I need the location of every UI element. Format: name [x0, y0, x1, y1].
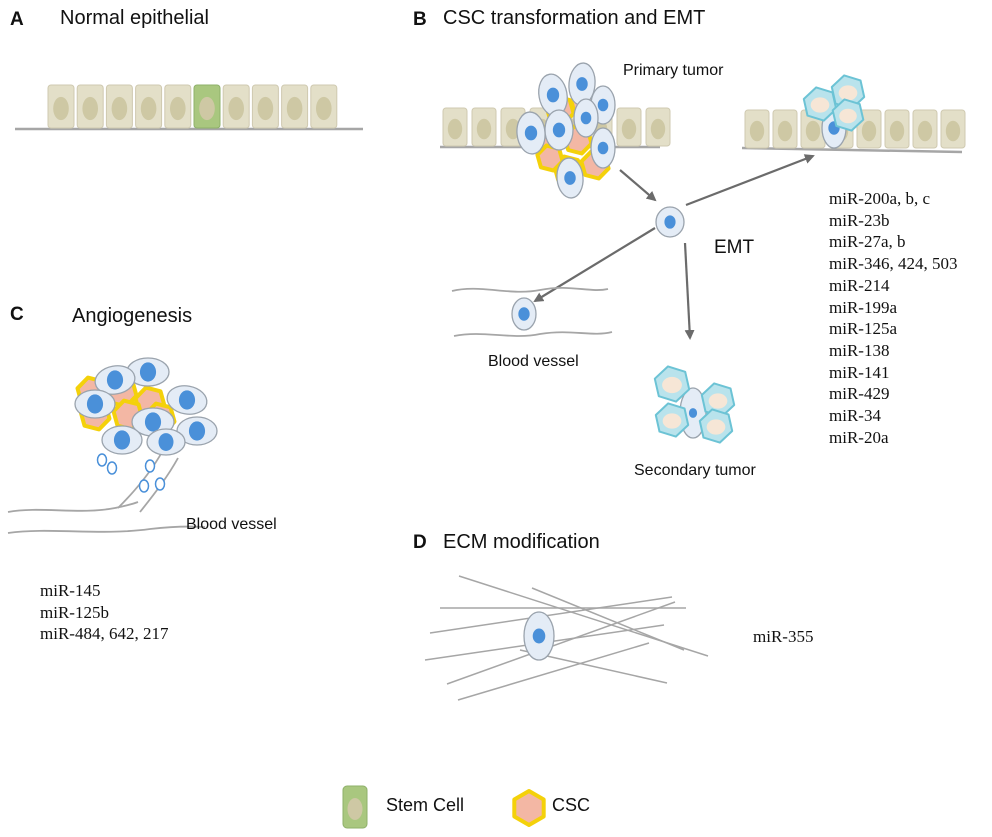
tumor-cell: [176, 416, 218, 446]
intravasating-cell: [511, 297, 537, 331]
epithelial-cell: [471, 107, 497, 147]
epithelial-cell: [105, 84, 133, 129]
secondary-tumor-cell: [831, 98, 865, 132]
migrating-tumor-cell: [655, 206, 685, 238]
tumor-cell: [146, 428, 186, 456]
tumor-cell: [523, 611, 555, 661]
angiogenic-factor: [106, 461, 118, 475]
epithelial-cell: [164, 84, 192, 129]
epithelial-cell: [616, 107, 642, 147]
mirna-item: miR-141: [829, 362, 890, 382]
secondary-tumor-cell: [700, 382, 736, 418]
panel-c-letter: C: [10, 304, 24, 325]
angiogenic-factors: [96, 453, 166, 493]
panel-c-mirna-list: miR-145 miR-125b miR-484, 642, 217: [40, 580, 168, 645]
panel-c-title: Angiogenesis: [72, 305, 193, 327]
angiogenic-factor: [96, 453, 108, 467]
panel-a-letter: A: [10, 9, 24, 30]
epithelial-cell: [251, 84, 279, 129]
ecm-fibers: [424, 575, 709, 701]
tumor-cell: [544, 109, 574, 151]
epithelial-cell: [940, 109, 966, 149]
tumor-cell: [101, 425, 143, 455]
tumor-cell: [166, 385, 208, 415]
panel-d-title: ECM modification: [443, 531, 600, 553]
mirna-item: miR-125a: [829, 319, 897, 339]
mirna-item: miR-200a, b, c: [829, 189, 931, 208]
arrow-to-secondary-tumor: [683, 242, 695, 340]
angiogenic-factor: [138, 479, 150, 493]
panel-b-blood-vessel-label: Blood vessel: [488, 353, 579, 370]
epithelial-cell: [912, 109, 938, 149]
tumor-cell: [94, 365, 136, 395]
tumor-cell: [511, 297, 537, 331]
panel-a-title: Normal epithelial: [60, 7, 209, 29]
panel-b-mirna-list: miR-200a, b, c miR-23b miR-27a, b miR-34…: [829, 188, 957, 448]
legend-csc-label: CSC: [552, 795, 591, 815]
epithelial-cell: [884, 109, 910, 149]
epithelial-cell: [281, 84, 309, 129]
mirna-item: miR-34: [829, 406, 881, 426]
tumor-cell: [74, 389, 116, 419]
csc-cell: [512, 789, 546, 827]
epithelial-cell: [76, 84, 104, 129]
tumor-cell: [655, 206, 685, 238]
angiogenesis-tumor-cluster: [74, 357, 218, 456]
epithelial-cell: [645, 107, 671, 147]
arrow-to-secondary-site: [685, 154, 815, 207]
panel-d-letter: D: [413, 532, 427, 553]
mirna-item: miR-23b: [829, 210, 890, 230]
panel-b-blood-vessel: [451, 287, 613, 337]
mirna-item: miR-20a: [829, 427, 889, 447]
panel-d-mirna-list: miR-355: [753, 626, 813, 648]
mirna-item: miR-484, 642, 217: [40, 624, 169, 644]
epithelial-cell: [442, 107, 468, 147]
epithelial-cell: [222, 84, 250, 129]
mirna-item: miR-346, 424, 503: [829, 254, 958, 274]
mirna-item: miR-125b: [40, 602, 109, 622]
primary-tumor-cluster: [516, 62, 616, 199]
panel-c-blood-vessel: [7, 451, 206, 534]
epithelial-cell: [772, 109, 798, 149]
panel-a-epithelium: [15, 84, 363, 131]
legend-stem-cell-icon: [342, 785, 368, 829]
tumor-cell: [573, 98, 599, 138]
angiogenic-factor: [154, 477, 166, 491]
secondary-tumor-cell: [654, 402, 690, 438]
mirna-item: miR-138: [829, 340, 890, 360]
secondary-tumor-cluster: [653, 365, 736, 444]
arrow-to-emt-cell: [619, 169, 657, 202]
mirna-item: miR-355: [753, 627, 814, 646]
emt-label: EMT: [714, 237, 755, 258]
secondary-tumor-cell: [653, 365, 691, 403]
mirna-item: miR-27a, b: [829, 232, 906, 252]
tumor-cell: [556, 157, 584, 199]
tumor-cell: [516, 111, 546, 155]
angiogenic-factor: [144, 459, 156, 473]
ecm-tumor-cell: [523, 611, 555, 661]
panel-b-title: CSC transformation and EMT: [443, 7, 706, 29]
panel-b-letter: B: [413, 9, 427, 30]
secondary-tumor-label: Secondary tumor: [634, 462, 756, 479]
stem-cell: [193, 84, 221, 129]
epithelial-cell: [47, 84, 75, 129]
epithelial-cell: [744, 109, 770, 149]
mirna-item: miR-145: [40, 581, 101, 600]
legend-stem-cell-label: Stem Cell: [386, 795, 465, 815]
legend-csc-icon: [512, 789, 546, 827]
mirna-item: miR-429: [829, 384, 890, 404]
mirna-item: miR-199a: [829, 297, 897, 317]
tumor-cell: [590, 127, 616, 169]
secondary-tumor-cell: [698, 408, 734, 444]
mirna-item: miR-214: [829, 275, 890, 295]
tumor-cell: [568, 62, 596, 106]
epithelial-cell: [310, 84, 338, 129]
invading-tumor-cells: [802, 74, 866, 149]
primary-tumor-label: Primary tumor: [623, 62, 724, 79]
panel-c-blood-vessel-label: Blood vessel: [186, 516, 277, 533]
epithelial-cell: [135, 84, 163, 129]
